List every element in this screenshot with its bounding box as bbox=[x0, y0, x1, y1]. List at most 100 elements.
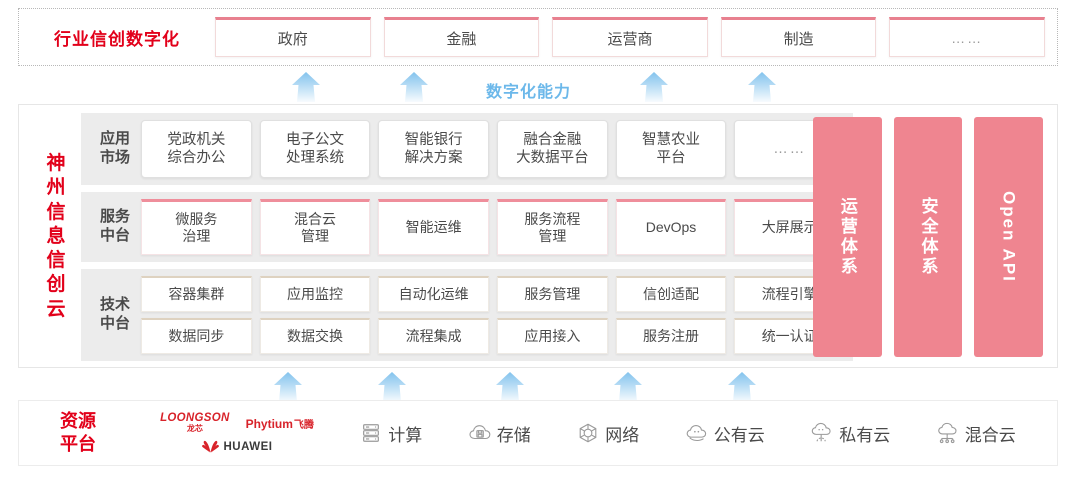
tech-platform-cells: 容器集群 应用监控 自动化运维 服务管理 信创适配 流程引擎 数据同步 数据交换… bbox=[141, 276, 846, 354]
pillar-label: Open API bbox=[999, 191, 1019, 283]
layer-service-platform: 服务 中台 微服务治理 混合云管理 智能运维 服务流程管理 DevOps 大屏展… bbox=[81, 192, 853, 262]
huawei-logo: HUAWEI bbox=[201, 440, 273, 453]
brand-char: 州 bbox=[46, 177, 66, 199]
network-icon bbox=[577, 422, 599, 444]
app-cell-fin-bigdata[interactable]: 融合金融大数据平台 bbox=[497, 120, 608, 178]
app-cell-e-document[interactable]: 电子公文处理系统 bbox=[259, 120, 371, 178]
layer-label-tech-platform: 技术 中台 bbox=[89, 296, 141, 334]
layer-label-line: 应用 bbox=[99, 130, 130, 148]
app-cell-gov-office[interactable]: 党政机关综合办公 bbox=[141, 120, 252, 178]
resource-platform-title: 资源 平台 bbox=[19, 410, 137, 457]
loongson-logo: LOONGSON 龙芯 bbox=[160, 411, 230, 434]
industry-band: 行业信创数字化 政府 金融 运营商 制造 …… bbox=[18, 8, 1058, 66]
industry-box-list: 政府 金融 运营商 制造 …… bbox=[215, 17, 1057, 57]
pillar-operations-system[interactable]: 运营体系 bbox=[813, 117, 882, 357]
huawei-logo-name: HUAWEI bbox=[223, 440, 273, 453]
resource-item-private-cloud[interactable]: 私有云 bbox=[811, 421, 890, 446]
app-cell-smart-bank[interactable]: 智能银行解决方案 bbox=[378, 120, 490, 178]
brand-char: 息 bbox=[46, 225, 66, 247]
tech-cell-xc-adaptation[interactable]: 信创适配 bbox=[615, 276, 727, 312]
industry-box-operator[interactable]: 运营商 bbox=[552, 17, 708, 57]
svc-cell-hybrid-cloud-mgmt[interactable]: 混合云管理 bbox=[259, 199, 371, 255]
capability-arrow-3 bbox=[637, 72, 671, 102]
resource-item-label: 网络 bbox=[605, 425, 640, 445]
layer-label-app-market: 应用 市场 bbox=[89, 130, 141, 168]
resource-arrow-1 bbox=[271, 372, 305, 402]
industry-box-finance[interactable]: 金融 bbox=[383, 17, 540, 57]
resource-arrow-4 bbox=[611, 372, 645, 402]
layer-stack: 应用 市场 党政机关综合办公 电子公文处理系统 智能银行解决方案 融合金融大数据… bbox=[81, 113, 1047, 361]
tech-cell-auto-ops[interactable]: 自动化运维 bbox=[378, 276, 490, 312]
vendor-row-top: LOONGSON 龙芯 Phytium 飞腾 bbox=[160, 411, 314, 434]
resource-item-public-cloud[interactable]: 公有云 bbox=[686, 421, 765, 446]
resource-item-label: 私有云 bbox=[839, 425, 891, 445]
vendor-logo-group: LOONGSON 龙芯 Phytium 飞腾 bbox=[137, 411, 337, 454]
tech-cell-data-sync[interactable]: 数据同步 bbox=[141, 318, 252, 354]
pillar-security-system[interactable]: 安全体系 bbox=[893, 117, 963, 357]
resource-item-hybrid-cloud[interactable]: 混合云 bbox=[937, 421, 1016, 446]
industry-box-more[interactable]: …… bbox=[889, 17, 1045, 57]
tech-cell-container-cluster[interactable]: 容器集群 bbox=[141, 276, 252, 312]
loongson-logo-name: LOONGSON bbox=[160, 411, 230, 424]
capability-arrow-strip bbox=[18, 70, 1058, 102]
tech-cell-app-monitor[interactable]: 应用监控 bbox=[259, 276, 371, 312]
layer-label-line: 技术 bbox=[99, 296, 130, 314]
brand-char: 神 bbox=[46, 152, 66, 174]
resource-item-list: 计算 存储 bbox=[337, 421, 1057, 446]
resource-item-compute[interactable]: 计算 bbox=[360, 421, 422, 446]
cloud-storage-icon bbox=[469, 422, 491, 444]
phytium-logo-name: Phytium bbox=[245, 416, 293, 431]
side-pillars: 运营体系 安全体系 Open API bbox=[813, 117, 1044, 357]
svc-cell-service-process[interactable]: 服务流程管理 bbox=[497, 199, 608, 255]
brand-char: 云 bbox=[46, 298, 66, 320]
service-platform-cells: 微服务治理 混合云管理 智能运维 服务流程管理 DevOps 大屏展示 bbox=[141, 199, 846, 255]
brand-char: 创 bbox=[46, 274, 66, 296]
layer-tech-platform: 技术 中台 容器集群 应用监控 自动化运维 服务管理 信创适配 流程引擎 bbox=[81, 269, 853, 361]
resource-arrow-3 bbox=[493, 372, 527, 402]
resource-item-label: 存储 bbox=[496, 425, 531, 445]
huawei-flower-icon bbox=[201, 440, 219, 453]
layer-label-line: 中台 bbox=[99, 227, 130, 244]
phytium-logo-sub: 飞腾 bbox=[293, 419, 314, 431]
app-cell-smart-agri[interactable]: 智慧农业平台 bbox=[615, 120, 727, 178]
tech-row-2: 数据同步 数据交换 流程集成 应用接入 服务注册 统一认证 bbox=[141, 318, 846, 354]
layer-label-line: 中台 bbox=[99, 315, 130, 332]
resource-item-label: 混合云 bbox=[964, 425, 1016, 445]
hybrid-cloud-icon bbox=[937, 422, 959, 444]
layer-label-line: 市场 bbox=[99, 149, 130, 166]
phytium-logo: Phytium 飞腾 bbox=[246, 416, 314, 431]
resource-platform-card: 资源 平台 LOONGSON 龙芯 Phytium 飞腾 bbox=[18, 400, 1058, 466]
resource-item-storage[interactable]: 存储 bbox=[469, 421, 531, 446]
svc-cell-devops[interactable]: DevOps bbox=[615, 199, 727, 255]
resource-title-line: 资源 bbox=[60, 410, 96, 431]
app-market-cells: 党政机关综合办公 电子公文处理系统 智能银行解决方案 融合金融大数据平台 智慧农… bbox=[141, 120, 846, 178]
resource-item-network[interactable]: 网络 bbox=[577, 421, 639, 446]
svc-cell-smart-ops[interactable]: 智能运维 bbox=[378, 199, 490, 255]
pillar-label: 运营体系 bbox=[837, 197, 857, 277]
private-cloud-icon bbox=[811, 422, 833, 444]
pillar-open-api[interactable]: Open API bbox=[974, 117, 1044, 357]
layer-label-line: 服务 bbox=[99, 208, 130, 226]
brand-char: 信 bbox=[46, 250, 66, 272]
tech-cell-app-access[interactable]: 应用接入 bbox=[497, 318, 608, 354]
brand-vertical-title: 神 州 信 息 信 创 云 bbox=[33, 115, 79, 359]
loongson-logo-sub: 龙芯 bbox=[186, 424, 203, 434]
tech-cell-data-exchange[interactable]: 数据交换 bbox=[259, 318, 371, 354]
resource-item-label: 公有云 bbox=[713, 425, 765, 445]
capability-arrow-1 bbox=[289, 72, 323, 102]
capability-arrow-2 bbox=[397, 72, 431, 102]
platform-card: 神 州 信 息 信 创 云 应用 市场 党政机关综合办公 电子公文处理系统 bbox=[18, 104, 1058, 368]
public-cloud-icon bbox=[686, 422, 708, 444]
industry-box-manufacturing[interactable]: 制造 bbox=[720, 17, 877, 57]
svc-cell-microservice-gov[interactable]: 微服务治理 bbox=[141, 199, 252, 255]
tech-cell-service-mgmt[interactable]: 服务管理 bbox=[497, 276, 608, 312]
resource-item-label: 计算 bbox=[388, 425, 423, 445]
pillar-label: 安全体系 bbox=[918, 197, 938, 277]
tech-cell-process-integr[interactable]: 流程集成 bbox=[378, 318, 490, 354]
brand-char: 信 bbox=[46, 201, 66, 223]
industry-box-government[interactable]: 政府 bbox=[215, 17, 371, 57]
vendor-row-bottom: HUAWEI bbox=[201, 440, 273, 453]
industry-band-title: 行业信创数字化 bbox=[54, 29, 180, 49]
tech-cell-service-registry[interactable]: 服务注册 bbox=[615, 318, 727, 354]
resource-title-line: 平台 bbox=[60, 434, 96, 454]
